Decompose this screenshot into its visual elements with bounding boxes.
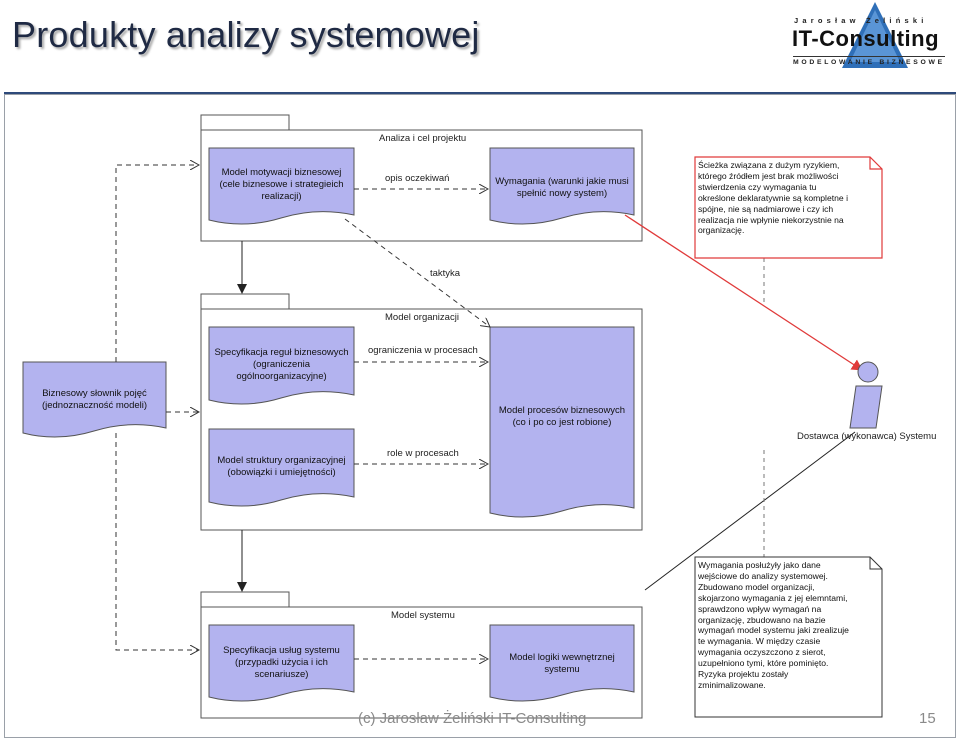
package-system-label: Model systemu xyxy=(391,610,455,621)
doc-struktury: Model struktury organizacyjnej(obowiązki… xyxy=(217,455,346,478)
summary-path-line xyxy=(644,431,856,591)
doc-uslug-shape xyxy=(208,624,355,702)
doc-slownik: Biznesowy słownik pojęć(jednoznaczność m… xyxy=(41,388,148,411)
doc-procesow: Model procesów biznesowych(co i po co je… xyxy=(498,405,626,428)
edge-opis-label: opis oczekiwań xyxy=(385,173,450,184)
risk-note-fold xyxy=(869,157,882,170)
diagram-frame xyxy=(4,94,956,738)
doc-procesow-shape xyxy=(489,326,635,518)
doc-struktury-shape xyxy=(208,428,355,507)
risk-path-line xyxy=(624,214,863,371)
doc-motywacja-shape xyxy=(208,147,355,225)
doc-slownik-shape xyxy=(22,361,167,438)
doc-regul-shape xyxy=(208,326,355,405)
package-organizacja-label: Model organizacji xyxy=(385,312,459,323)
edge-role-label: role w procesach xyxy=(387,448,459,459)
doc-logiki-shape xyxy=(489,624,635,702)
footer-copyright: (c) Jarosław Żeliński IT-Consulting xyxy=(358,710,587,727)
summary-note-fold xyxy=(869,557,882,570)
logo-bottom-text: MODELOWANIE BIZNESOWE xyxy=(793,56,945,66)
summary-note-shape xyxy=(694,556,883,718)
actor-label: Dostawca (wykonawca) Systemu xyxy=(797,431,937,442)
doc-motywacja: Model motywacji biznesowej(cele biznesow… xyxy=(219,167,344,202)
doc-uslug: Specyfikacja usług systemu(przypadki uży… xyxy=(223,645,340,680)
logo-main-text: IT-Consulting xyxy=(792,26,940,51)
edge-slownik-system xyxy=(115,433,199,650)
risk-note-shape xyxy=(694,156,883,259)
actor-icon xyxy=(849,361,883,429)
edge-ograniczenia-label: ograniczenia w procesach xyxy=(368,345,478,356)
doc-regul: Specyfikacja reguł biznesowych(ogranicze… xyxy=(214,347,349,382)
package-analiza-label: Analiza i cel projektu xyxy=(379,133,467,144)
edge-taktyka xyxy=(344,218,490,327)
logo-triangle-icon xyxy=(842,2,908,68)
risk-note: Ścieżka związana z dużym ryzykiem,któreg… xyxy=(698,160,848,236)
doc-wymagania-shape xyxy=(489,147,635,225)
header-divider xyxy=(4,92,956,94)
edge-taktyka-label: taktyka xyxy=(430,268,461,279)
page-number: 15 xyxy=(919,710,936,727)
slide-title: Produkty analizy systemowej xyxy=(12,14,480,55)
it-consulting-logo: Jarosław Żeliński IT-Consulting MODELOWA… xyxy=(790,0,960,80)
edge-slownik-analiza xyxy=(115,165,199,362)
logo-top-text: Jarosław Żeliński xyxy=(794,16,928,25)
